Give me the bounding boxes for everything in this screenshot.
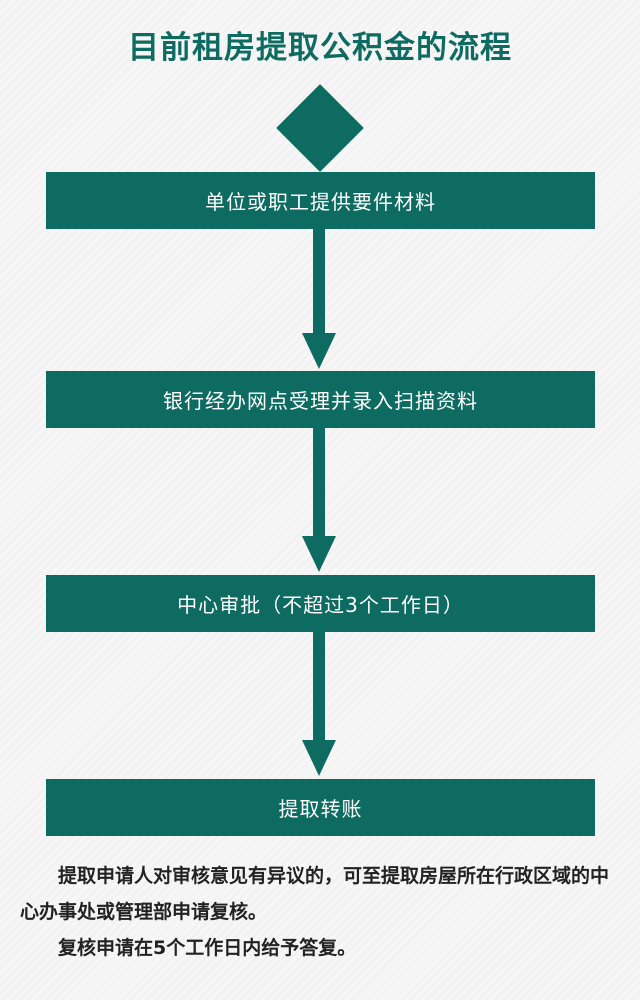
flow-step-4: 提取转账	[46, 779, 595, 836]
page-title: 目前租房提取公积金的流程	[128, 30, 512, 66]
note-paragraph-1: 提取申请人对审核意见有异议的，可至提取房屋所在行政区域的中心办事处或管理部申请复…	[20, 865, 610, 923]
note-paragraph-2: 复核申请在5个工作日内给予答复。	[58, 937, 357, 959]
flow-arrow-2	[302, 428, 336, 574]
flow-arrow-1	[302, 229, 336, 371]
flow-step-1: 单位或职工提供要件材料	[46, 172, 595, 229]
flow-step-2: 银行经办网点受理并录入扫描资料	[46, 371, 595, 428]
flow-arrow-3	[302, 632, 336, 778]
flow-step-3: 中心审批（不超过3个工作日）	[46, 575, 595, 632]
start-diamond	[276, 84, 364, 172]
